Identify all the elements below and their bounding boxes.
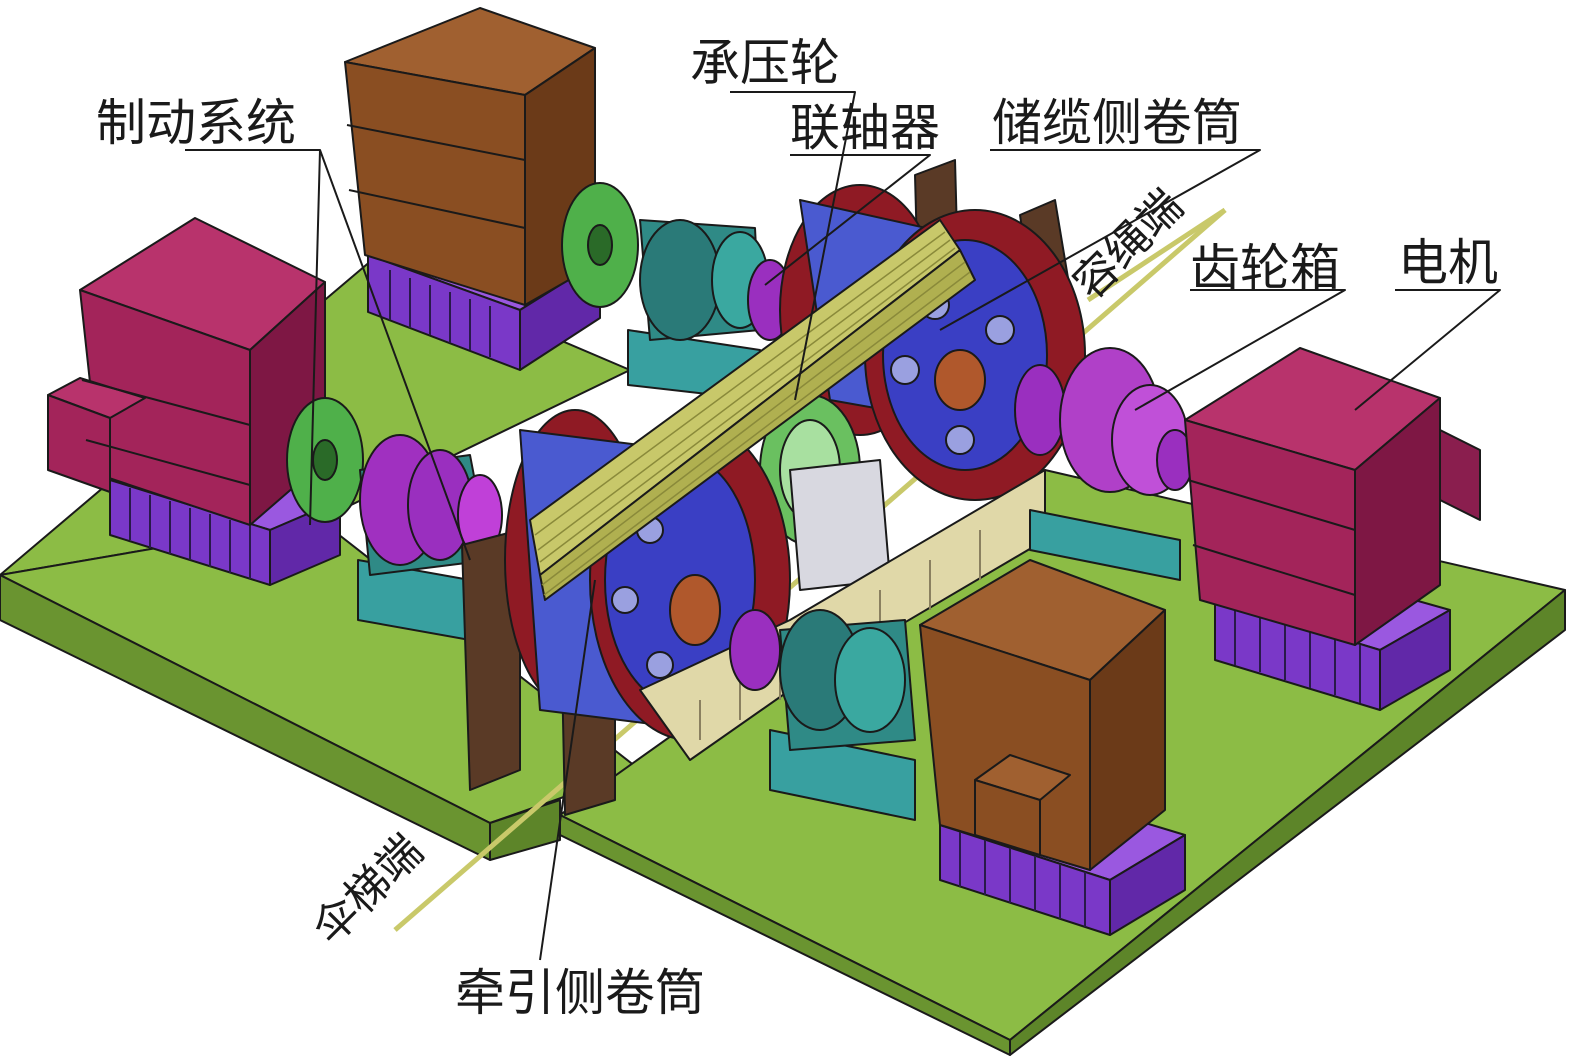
label-traction-drum: 牵引侧卷筒	[455, 964, 705, 1022]
label-motor: 电机	[1398, 234, 1498, 292]
back-left-brake-disc	[561, 182, 639, 308]
leader-lines	[185, 91, 1501, 961]
label-gearbox: 齿轮箱	[1190, 239, 1340, 297]
label-coupling: 联轴器	[790, 99, 940, 157]
right-motor	[1184, 347, 1481, 646]
front-left-gearbox	[357, 434, 503, 641]
cable-bundle	[529, 219, 976, 601]
pressure-wheel	[759, 394, 891, 591]
label-brake-system: 制动系统	[96, 94, 296, 152]
back-right-gearbox	[1014, 347, 1194, 581]
label-pressure-wheel: 承压轮	[690, 34, 840, 92]
back-left-brake-box	[344, 7, 596, 306]
label-storage-drum: 储缆侧卷筒	[992, 94, 1242, 152]
front-right-brake-box	[919, 559, 1166, 871]
front-left-brake-disc	[286, 397, 364, 523]
front-left-motor	[47, 217, 326, 526]
front-right-gearbox	[729, 609, 916, 821]
